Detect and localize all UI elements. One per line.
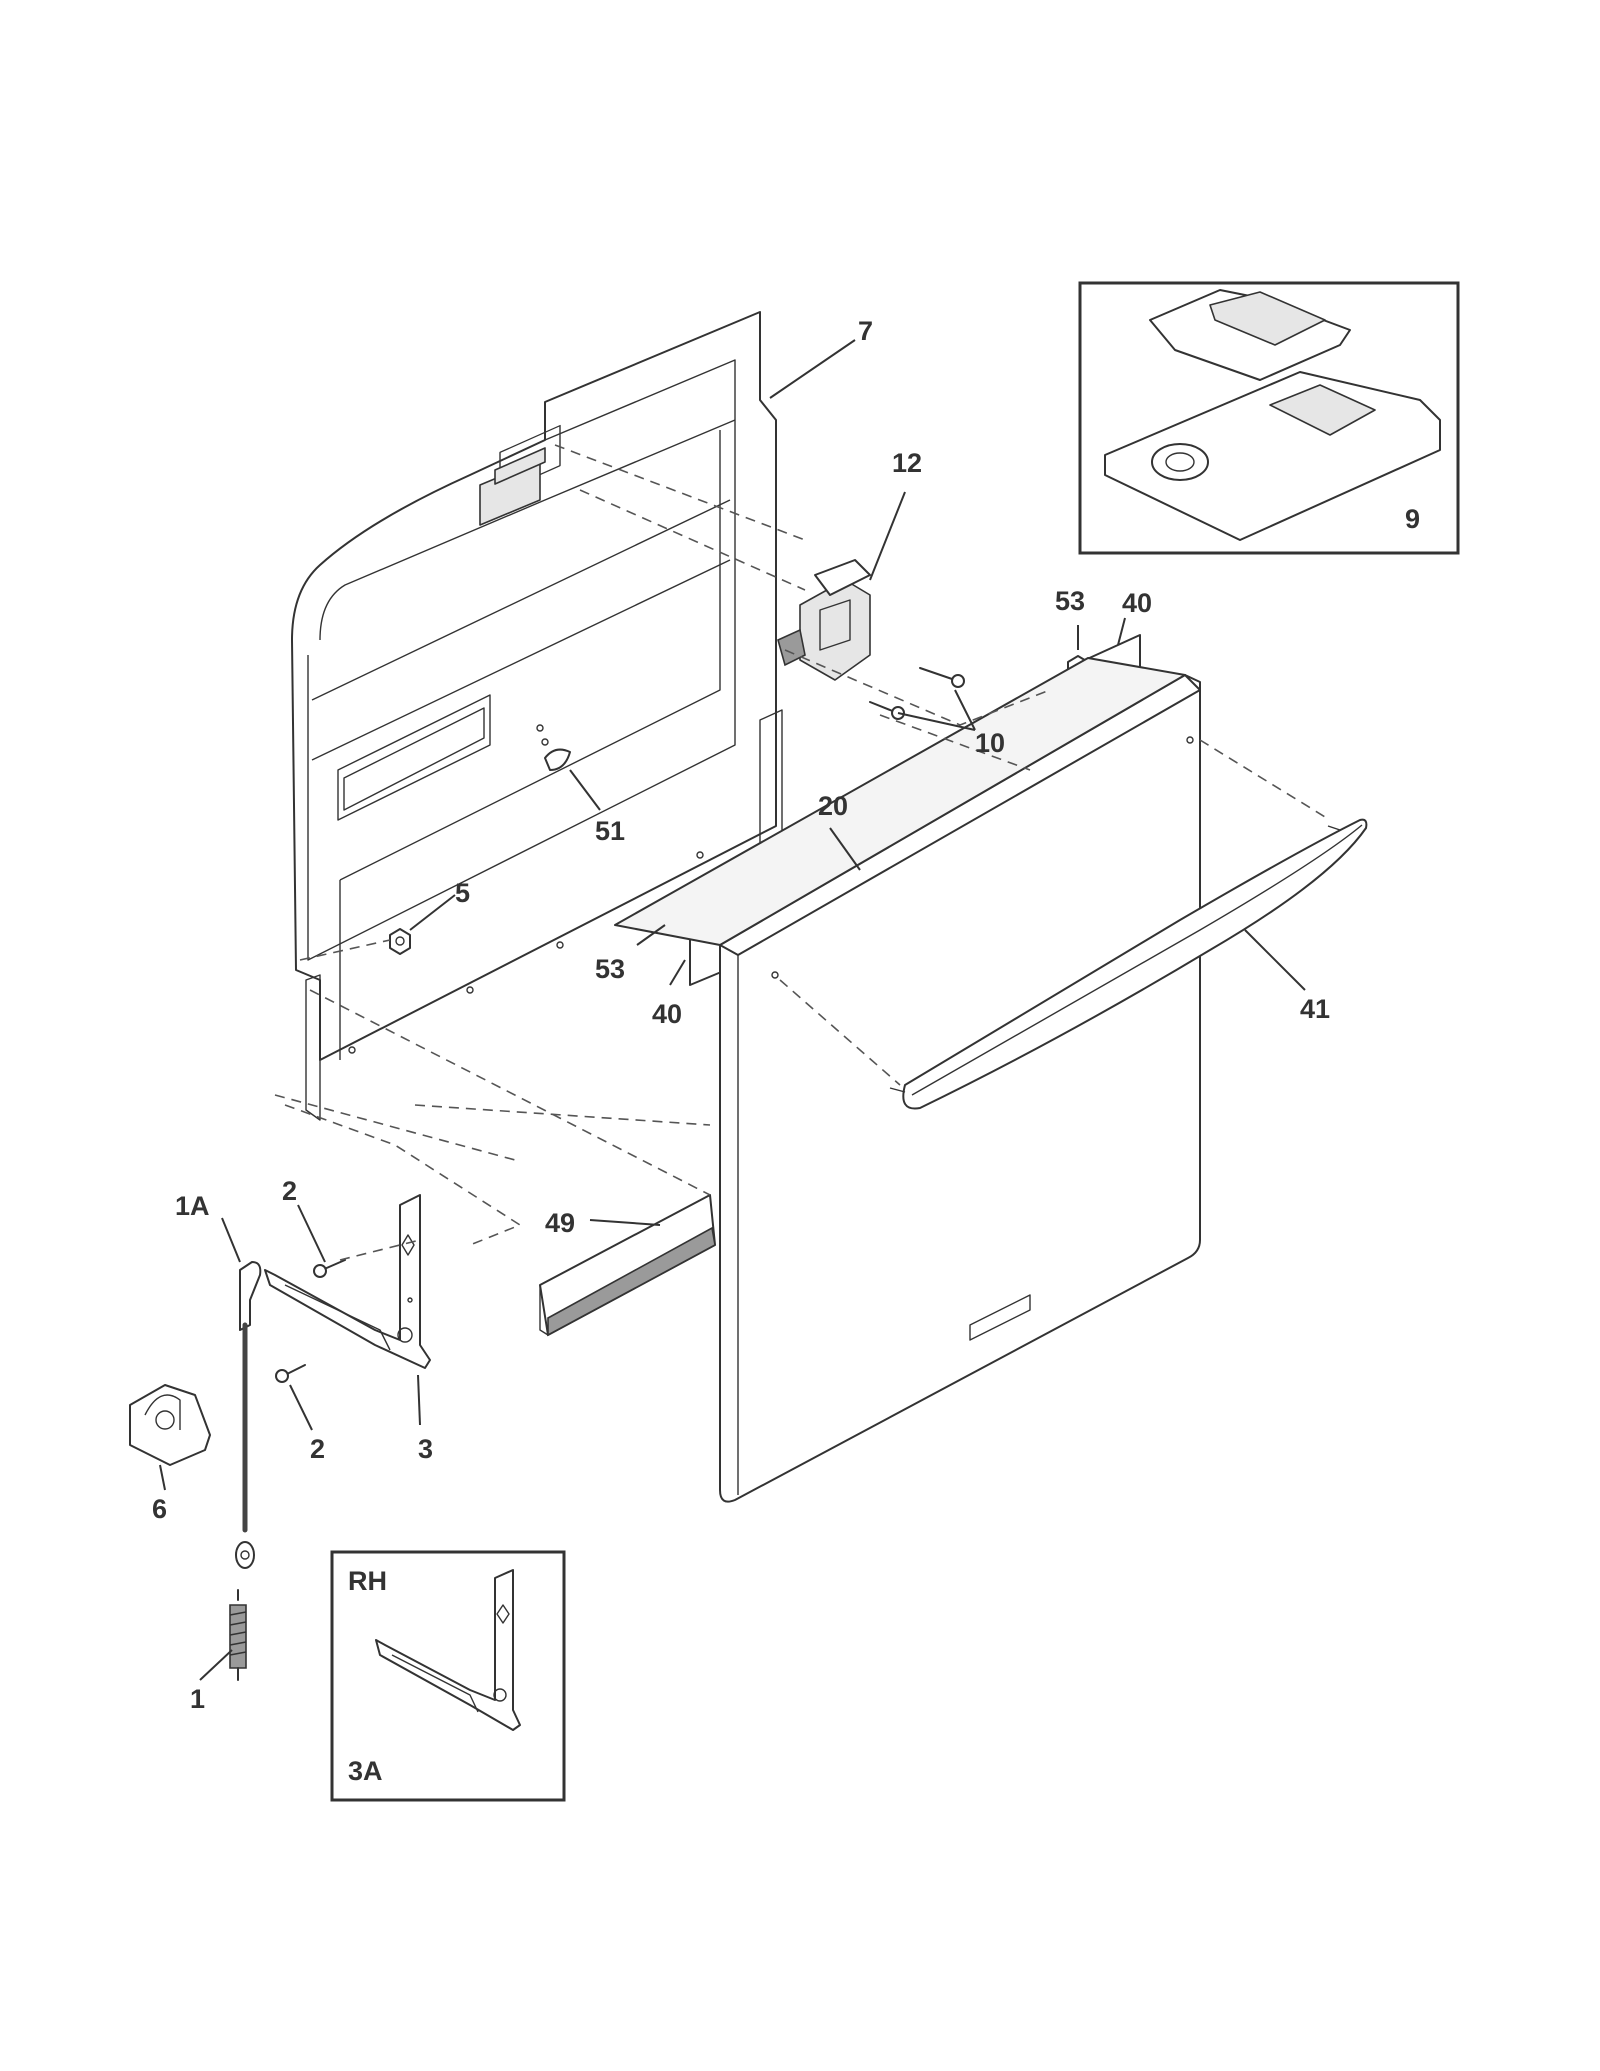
callout-labels: 7 12 9 53 40 10 51 20 5 53 40 41 1A 2 49… — [152, 316, 1420, 1786]
hinge-screw-upper — [313, 1259, 346, 1278]
inner-door-panel — [291, 311, 783, 1121]
alignment-lines — [274, 444, 1331, 1261]
label-1A: 1A — [175, 1191, 210, 1221]
label-10: 10 — [975, 728, 1005, 758]
rh-hinge-inset — [330, 1550, 566, 1802]
door-cable — [235, 1261, 262, 1569]
label-49: 49 — [545, 1208, 575, 1238]
door-spring — [229, 1589, 247, 1681]
label-53-upper: 53 — [1055, 586, 1085, 616]
label-6: 6 — [152, 1494, 167, 1524]
label-51: 51 — [595, 816, 625, 846]
label-40-upper: 40 — [1122, 588, 1152, 618]
label-40-lower: 40 — [652, 999, 682, 1029]
label-5: 5 — [455, 878, 470, 908]
label-2-upper: 2 — [282, 1176, 297, 1206]
label-7: 7 — [858, 316, 873, 346]
hinge-screw-lower — [275, 1364, 306, 1383]
label-53-lower: 53 — [595, 954, 625, 984]
label-20: 20 — [818, 791, 848, 821]
door-handle — [889, 818, 1368, 1110]
leader-lines — [159, 339, 1306, 1681]
hinge-arm-left — [264, 1194, 431, 1369]
label-1: 1 — [190, 1684, 205, 1714]
label-12: 12 — [892, 448, 922, 478]
door-latch-assembly — [777, 559, 871, 681]
dispenser-inset — [1078, 281, 1460, 555]
label-41: 41 — [1300, 994, 1330, 1024]
label-9: 9 — [1405, 504, 1420, 534]
label-2-lower: 2 — [310, 1434, 325, 1464]
cable-pulley-bracket — [129, 1384, 211, 1466]
label-rh: RH — [348, 1566, 387, 1596]
label-3A: 3A — [348, 1756, 383, 1786]
latch-screws — [869, 667, 965, 720]
label-3: 3 — [418, 1434, 433, 1464]
hex-nut — [389, 928, 411, 955]
wire-clip — [541, 738, 571, 771]
